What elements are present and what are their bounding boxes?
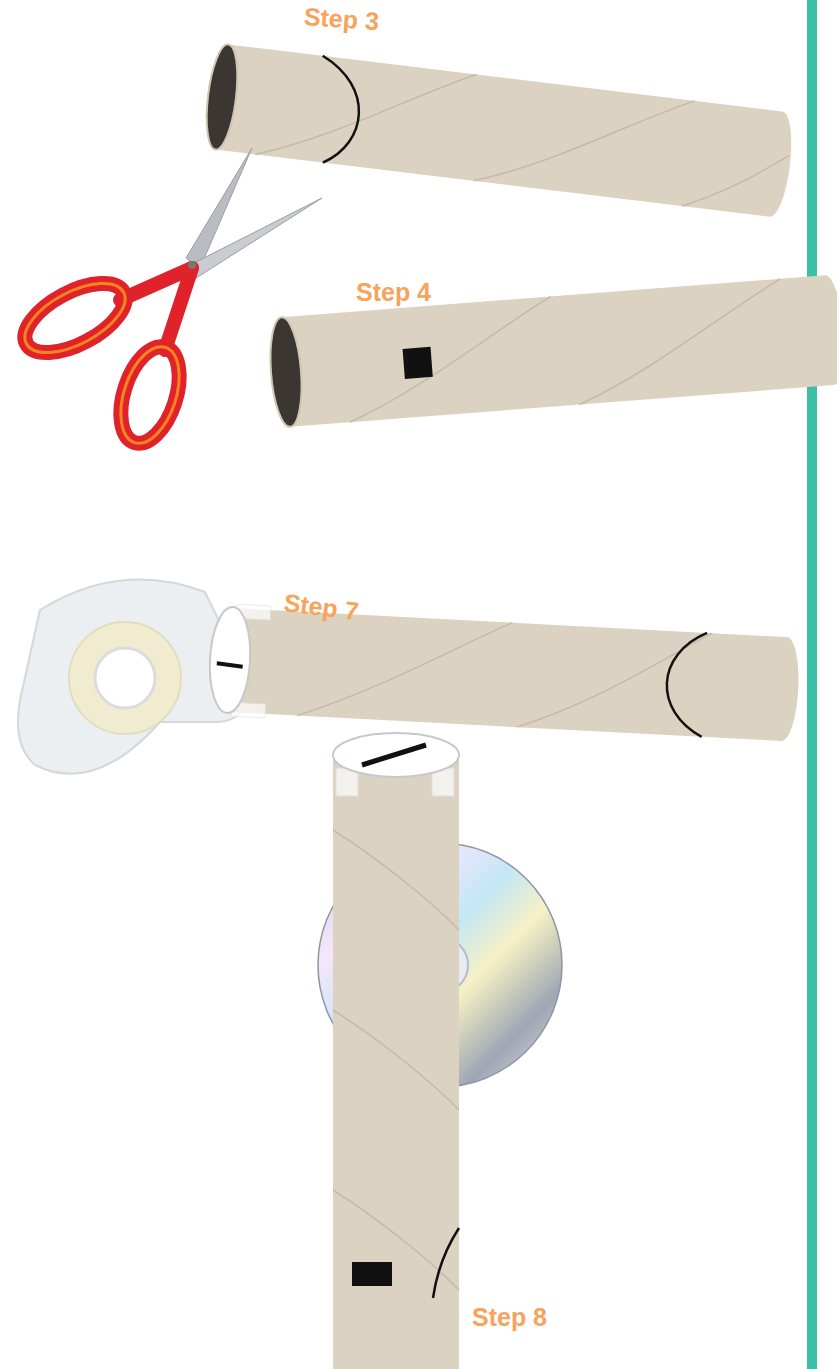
cardboard-tube xyxy=(333,733,459,1369)
side-bar xyxy=(807,0,817,1369)
cut-line xyxy=(433,1228,459,1298)
step-label: Step 8 xyxy=(472,1303,547,1332)
tape-dispenser xyxy=(18,580,252,774)
cardboard-tube xyxy=(267,274,837,428)
cut-line xyxy=(310,56,365,166)
step-label: Step 3 xyxy=(303,2,380,36)
square-hole xyxy=(352,1262,392,1286)
square-hole xyxy=(403,347,433,379)
step-label: Step 4 xyxy=(356,278,431,307)
scissors xyxy=(14,148,322,451)
cut-line xyxy=(664,631,707,737)
cardboard-tube xyxy=(202,43,796,219)
cardboard-tube xyxy=(207,603,801,746)
coin-slot xyxy=(217,663,243,666)
coin-slot xyxy=(362,745,426,765)
